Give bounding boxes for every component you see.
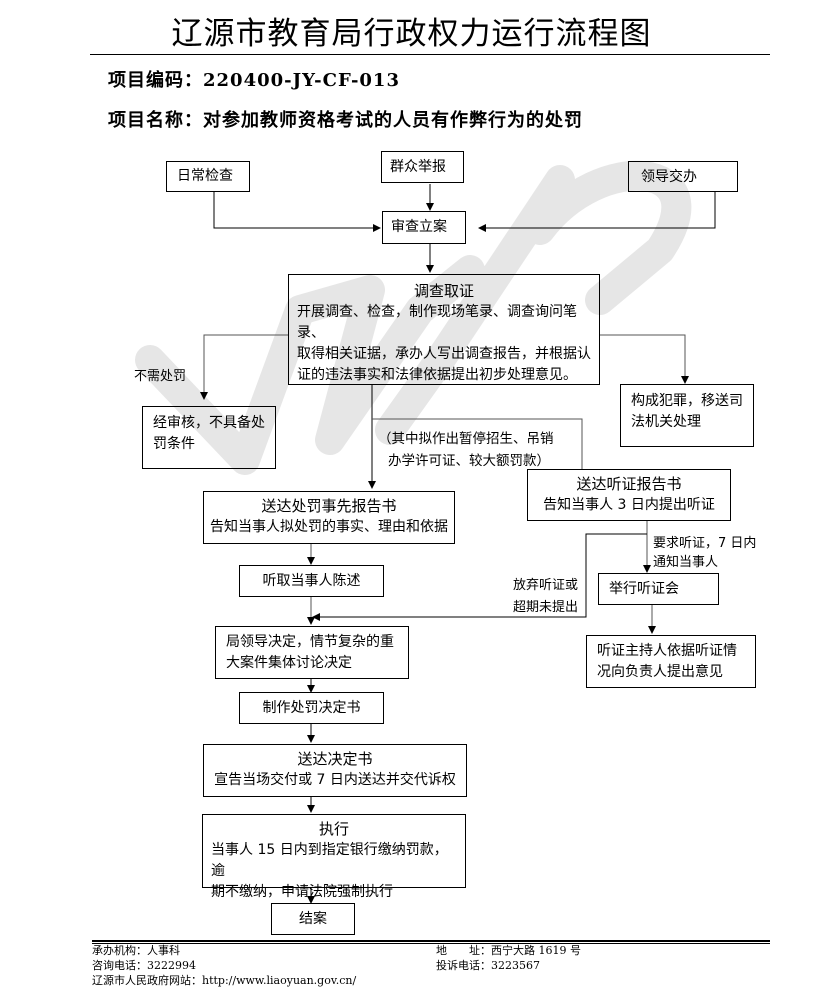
box-line: 听证主持人依据听证情 [597,643,737,659]
box-investigation: 调查取证 开展调查、检查，制作现场笔录、调查询问笔录、 取得相关证据，承办人写出… [288,274,600,385]
box-hearing-opinion: 听证主持人依据听证情 况向负责人提出意见 [586,635,756,688]
box-execution: 执行 当事人 15 日内到指定银行缴纳罚款，逾 期不缴纳，申请法院强制执行 [202,814,466,900]
box-label: 结案 [299,911,327,927]
connector-branch-to-hearing-notice [372,418,583,469]
box-label: 举行听证会 [609,581,679,597]
connector-investigation-to-criminal [600,334,689,384]
title-divider [90,54,770,55]
box-label: 审查立案 [391,219,447,235]
box-line: 局领导决定，情节复杂的重 [226,634,394,650]
label-line: 放弃听证或 [513,578,579,593]
label-no-penalty: 不需处罚 [134,369,187,384]
footer-org: 承办机构：人事科 [92,944,180,957]
project-name-value: 对参加教师资格考试的人员有作弊行为的处罚 [203,110,583,131]
box-label: 制作处罚决定书 [262,700,361,716]
box-hearing-notice: 送达听证报告书 告知当事人 3 日内提出听证 [527,469,731,521]
box-leader-assignment: 领导交办 [628,161,738,192]
box-label: 日常检查 [177,168,233,184]
connector-waive-to-decision [312,533,647,621]
box-routine-inspection: 日常检查 [166,161,250,192]
box-filing: 审查立案 [382,211,466,244]
box-line: 况向负责人提出意见 [597,664,723,680]
box-line: 当事人 15 日内到指定银行缴纳罚款，逾 [211,842,448,879]
project-name: 项目名称：对参加教师资格考试的人员有作弊行为的处罚 [108,106,583,132]
box-hold-hearing: 举行听证会 [598,573,719,605]
box-line: 宣告当场交付或 7 日内送达并交代诉权 [214,772,456,788]
label-line: 超期未提出 [513,600,579,615]
box-line: 大案件集体讨论决定 [226,655,352,671]
box-line: 告知当事人拟处罚的事实、理由和依据 [210,519,448,535]
box-line: 取得相关证据，承办人写出调查报告，并根据认 [297,346,591,362]
box-title: 送达听证报告书 [576,475,682,493]
box-line: 开展调查、检查，制作现场笔录、调查询问笔录、 [297,304,577,341]
box-statement: 听取当事人陈述 [239,565,384,597]
footer-divider [92,943,770,944]
footer-website: 辽源市人民政府网站：http://www.liaoyuan.gov.cn/ [92,974,357,987]
box-prior-notice: 送达处罚事先报告书 告知当事人拟处罚的事实、理由和依据 [203,491,455,544]
box-label: 领导交办 [641,169,697,185]
connector-investigation-to-no-penalty [200,334,288,400]
label-line: 办学许可证、较大额罚款） [388,453,550,469]
label-hearing-condition: （其中拟作出暂停招生、吊销 办学许可证、较大额罚款） [378,428,554,472]
project-code-value: 220400-JY-CF-013 [203,70,400,91]
box-criminal-transfer: 构成犯罪，移送司 法机关处理 [620,384,754,447]
box-deliver-decision: 送达决定书 宣告当场交付或 7 日内送达并交代诉权 [203,744,467,797]
box-line: 罚条件 [153,436,195,452]
footer-complaint-phone: 投诉电话：3223567 [436,959,540,972]
project-code: 项目编码：220400-JY-CF-013 [108,66,400,92]
box-public-report: 群众举报 [381,151,464,183]
project-name-label: 项目名称： [108,110,203,131]
box-make-decision: 制作处罚决定书 [239,692,384,724]
connector-routine-to-filing [213,191,381,232]
box-title: 送达决定书 [297,750,373,768]
label-request-hearing: 要求听证，7 日内 通知当事人 [653,533,756,574]
box-line: 经审核，不具备处 [153,415,265,431]
label-line: （其中拟作出暂停招生、吊销 [378,431,554,447]
label-waive-hearing: 放弃听证或 超期未提出 [513,575,578,619]
box-line: 期不缴纳，申请法院强制执行 [211,884,393,900]
connector-leader-to-filing [478,191,716,232]
project-code-label: 项目编码： [108,70,203,91]
page-title: 辽源市教育局行政权力运行流程图 [171,16,652,52]
footer-divider [92,940,770,942]
box-label: 群众举报 [390,159,446,175]
box-title: 送达处罚事先报告书 [261,497,397,515]
box-line: 构成犯罪，移送司 [631,393,743,409]
box-title: 执行 [318,820,349,838]
box-no-penalty: 经审核，不具备处 罚条件 [142,406,276,469]
footer-address: 地 址：西宁大路 1619 号 [436,944,581,957]
box-line: 告知当事人 3 日内提出听证 [543,497,715,513]
box-leader-decision: 局领导决定，情节复杂的重 大案件集体讨论决定 [215,626,409,679]
box-close-case: 结案 [271,903,355,935]
box-title: 调查取证 [413,282,474,300]
footer-phone: 咨询电话：3222994 [92,959,196,972]
label-line: 通知当事人 [653,555,719,570]
box-line: 证的违法事实和法律依据提出初步处理意见。 [297,367,577,383]
box-line: 法机关处理 [631,414,701,430]
box-label: 听取当事人陈述 [262,573,361,589]
label-line: 要求听证，7 日内 [653,536,757,551]
